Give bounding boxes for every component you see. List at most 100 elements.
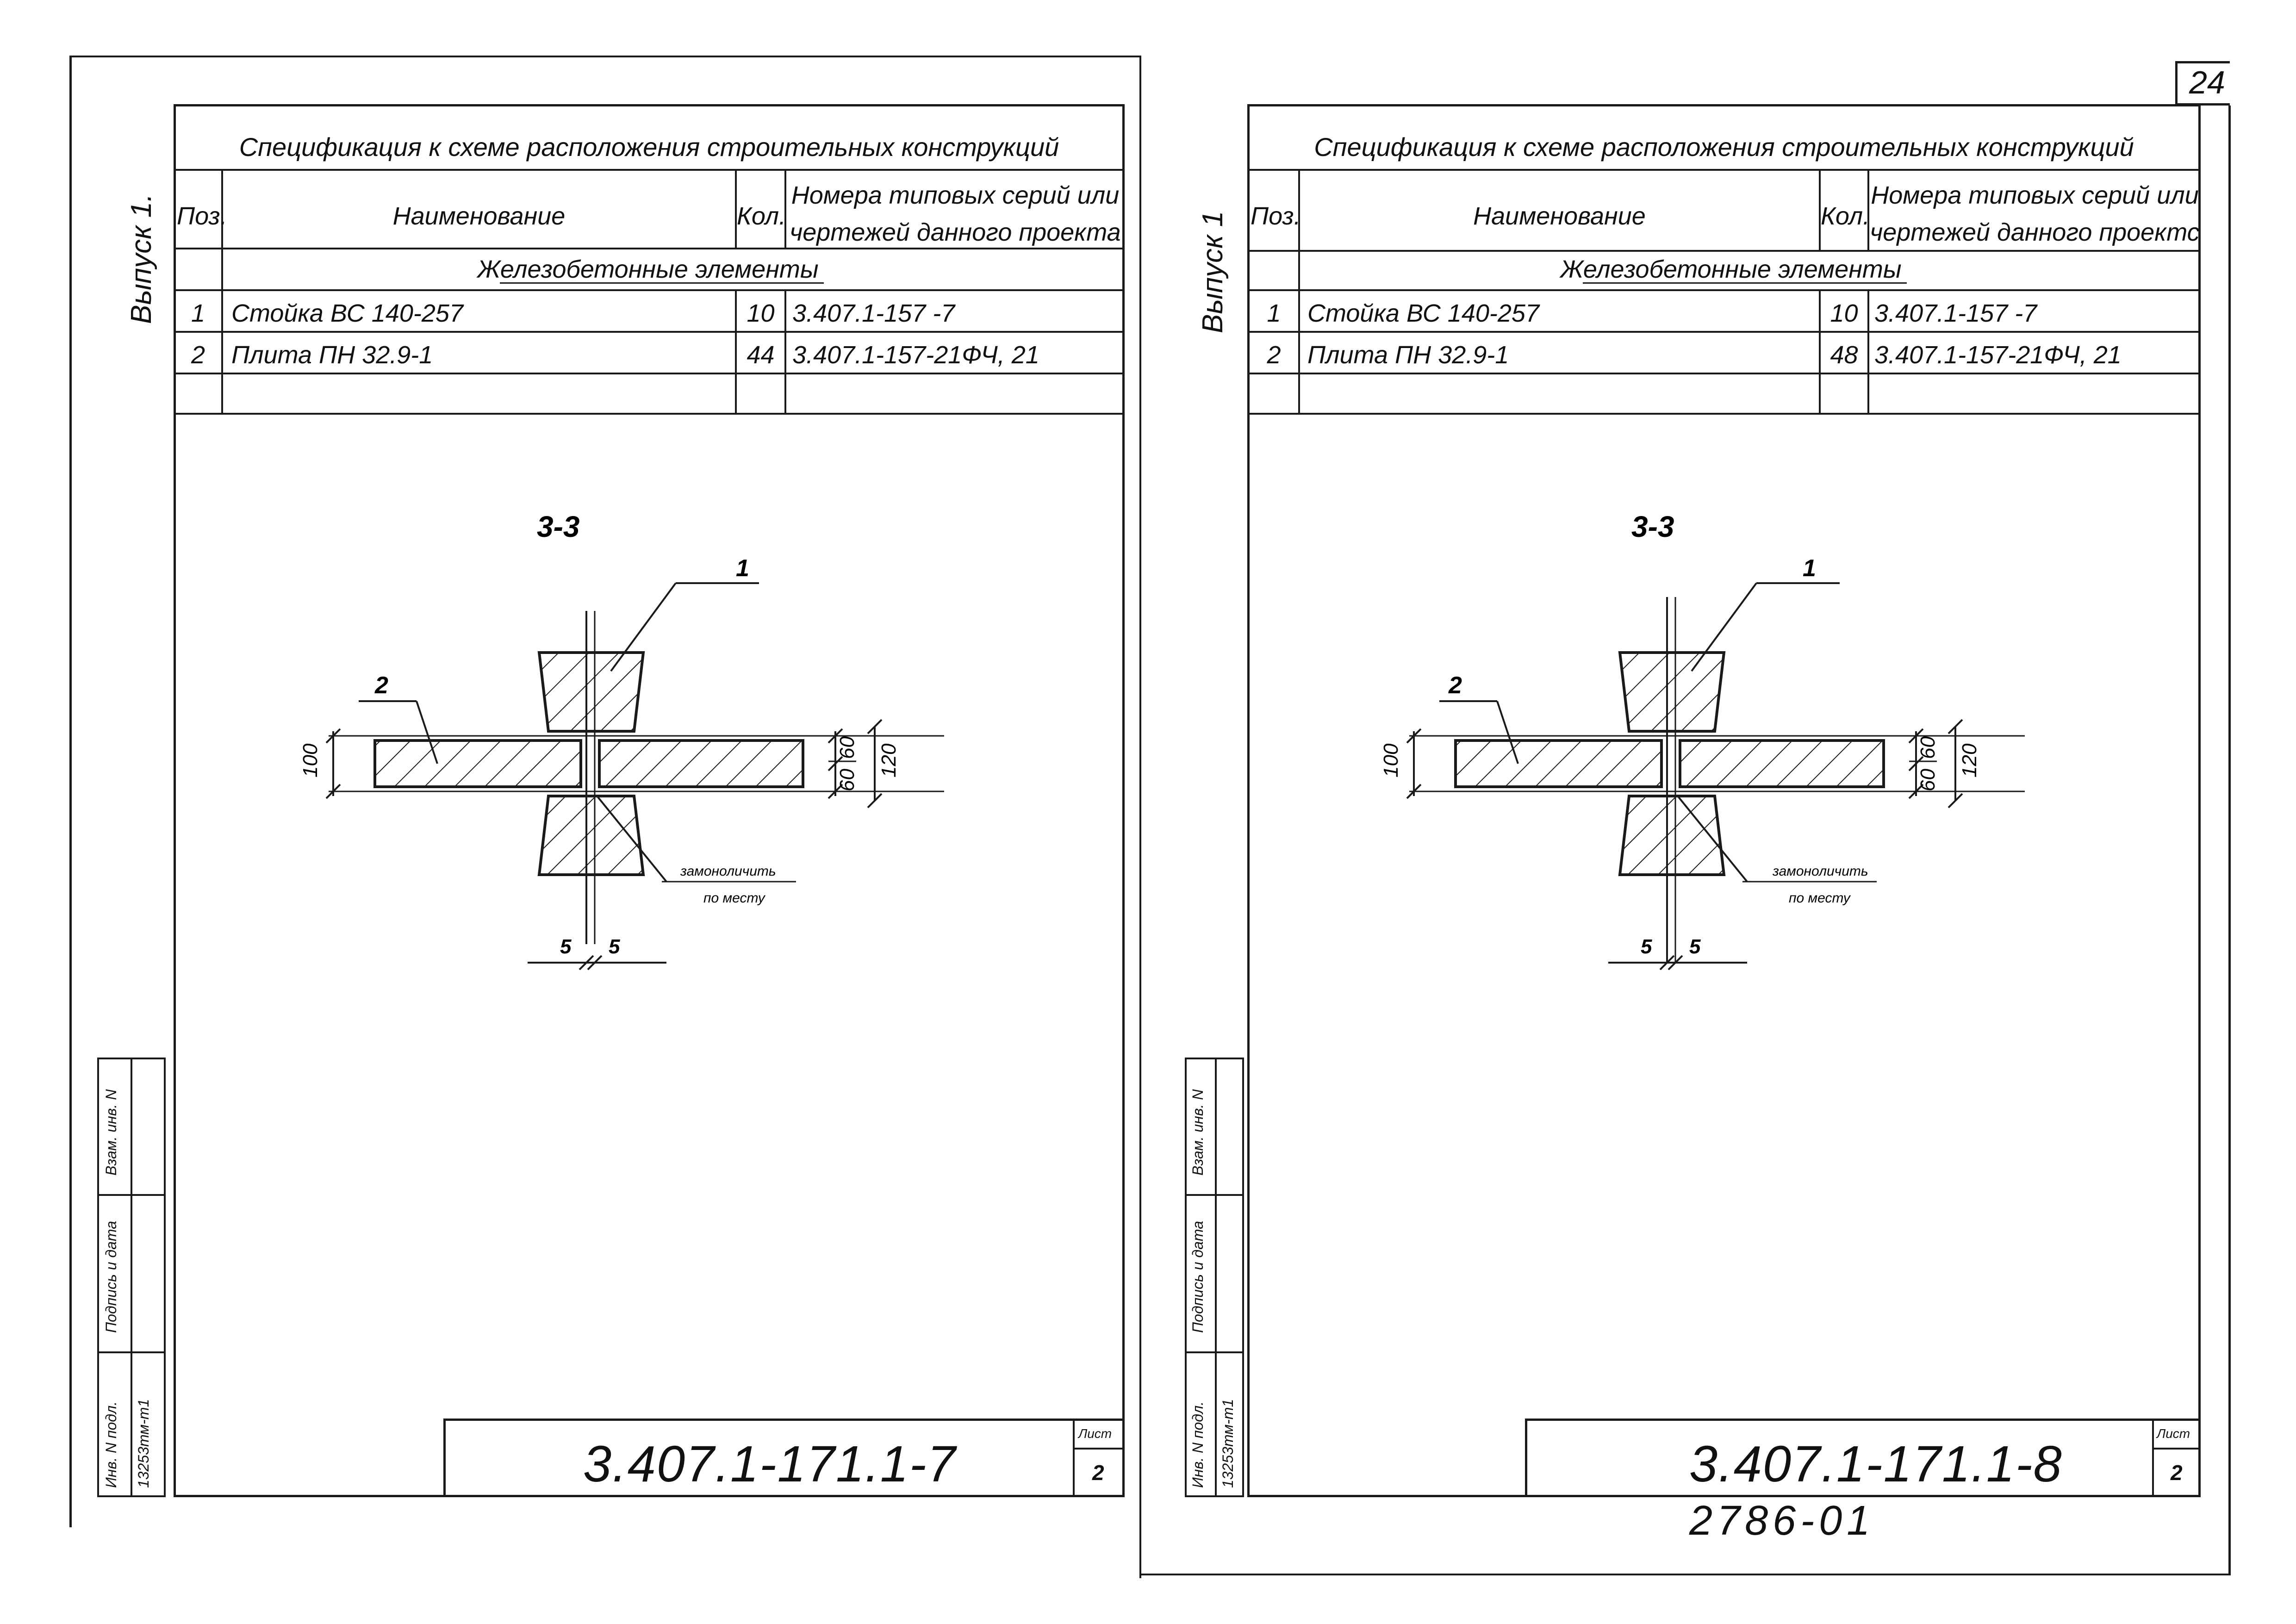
row-qty: 10 (747, 299, 775, 327)
bottom-border-line (1141, 1574, 2231, 1575)
dim-5-right: 5 (609, 935, 620, 958)
table-line (735, 289, 737, 414)
row-pos: 2 (191, 341, 205, 369)
dim-5-left: 5 (1641, 935, 1652, 958)
handwritten-stamp: 2786-01 (1689, 1498, 1875, 1544)
dim-60-bottom: 60 (836, 769, 859, 791)
list-value: 2 (1092, 1461, 1104, 1485)
table-line (174, 413, 1125, 415)
table-line (735, 169, 737, 248)
title-block (443, 1419, 1125, 1497)
column-top (537, 651, 645, 733)
section-drawing: 3-3 1 2 100 60 60 120 (299, 510, 944, 971)
row-pos: 1 (1267, 299, 1281, 327)
note-line-1: замоноличить (680, 864, 776, 879)
page-number: 24 (2189, 64, 2225, 100)
list-label: Лист (2157, 1426, 2190, 1441)
row-pos: 1 (191, 299, 205, 327)
group-label: Железобетонные элементы (477, 255, 819, 283)
dim-100: 100 (1380, 743, 1402, 778)
title-block-divider (2152, 1448, 2201, 1450)
header-qty: Кол. (1821, 202, 1870, 230)
header-pos: Поз. (1251, 202, 1301, 230)
dim-60-top: 60 (1916, 736, 1939, 759)
top-border-line (69, 56, 1141, 57)
dim-5-right: 5 (1689, 935, 1701, 958)
callout-1: 1 (736, 555, 749, 582)
row-qty: 44 (747, 341, 775, 369)
dim-5-left: 5 (560, 935, 572, 958)
header-series-1: Номера типовых серий или (1871, 181, 2199, 209)
table-line (221, 169, 223, 414)
table-title: Спецификация к схеме расположения строит… (1314, 132, 2134, 162)
row-name: Плита ПН 32.9-1 (231, 341, 433, 369)
table-line (784, 289, 786, 414)
title-block-divider (1073, 1448, 1125, 1450)
title-block (1525, 1419, 2201, 1497)
note-line-2: по месту (1789, 890, 1851, 906)
header-qty: Кол. (737, 202, 786, 230)
slab-left (1454, 739, 1663, 788)
page-number-box (2175, 61, 2230, 106)
column-top (1618, 651, 1726, 733)
section-drawing: 3-3 1 2 100 60 60 120 замоноличить по ме… (1380, 510, 2025, 971)
left-binding-line (69, 56, 72, 1527)
dim-100: 100 (299, 743, 322, 778)
header-name: Наименование (1473, 202, 1646, 230)
dim-60-bottom: 60 (1916, 769, 1939, 791)
table-line (174, 373, 1125, 374)
header-name: Наименование (392, 202, 566, 230)
section-label: 3-3 (537, 510, 580, 543)
row-series: 3.407.1-157 -7 (1874, 299, 2037, 327)
header-pos: Поз. (177, 202, 227, 230)
list-label: Лист (1078, 1426, 1112, 1441)
table-line (1247, 169, 2201, 171)
stamp-inv-value: 13253тм-т1 (135, 1399, 152, 1488)
title-block-divider (2152, 1419, 2154, 1497)
stamp-inv: Инв. N подл. (103, 1401, 119, 1488)
table-line (1247, 413, 2201, 415)
dim-120: 120 (1958, 743, 1981, 778)
table-line (1819, 289, 1821, 414)
header-series-1: Номера типовых серий или (791, 181, 1120, 209)
stamp-divider (1185, 1351, 1244, 1353)
slab-right (1679, 739, 1885, 788)
section-label: 3-3 (1631, 510, 1674, 543)
table-line (784, 169, 786, 248)
callout-1: 1 (1803, 555, 1816, 582)
row-series: 3.407.1-157 -7 (792, 299, 955, 327)
table-line (1247, 331, 2201, 333)
slab-right (598, 739, 804, 788)
stamp-divider (131, 1058, 132, 1497)
side-stamp (1185, 1058, 1244, 1497)
note-line-2: по месту (703, 890, 766, 906)
stamp-inv-value: 13253тм-т1 (1220, 1399, 1236, 1488)
table-line (1247, 289, 2201, 291)
callout-2: 2 (1448, 672, 1462, 699)
stamp-divider (1215, 1058, 1217, 1497)
table-line (1867, 169, 1869, 250)
table-line (1867, 289, 1869, 414)
header-series-2: чертежей данного проекта (790, 218, 1121, 246)
callout-2: 2 (374, 672, 388, 699)
stamp-inv: Инв. N подл. (1189, 1401, 1206, 1488)
column-bottom (1618, 795, 1726, 876)
table-line (1298, 169, 1300, 414)
right-border-line (2228, 106, 2231, 1575)
table-line (174, 289, 1125, 291)
stamp-divider (97, 1351, 166, 1353)
dim-120: 120 (877, 743, 900, 778)
stamp-sign: Подпись и дата (1189, 1220, 1206, 1333)
row-name: Стойка ВС 140-257 (231, 299, 463, 327)
row-name: Стойка ВС 140-257 (1307, 299, 1539, 327)
title-block-divider (1073, 1419, 1075, 1497)
group-underline (1583, 282, 1907, 284)
slab-left (373, 739, 582, 788)
table-line (1247, 373, 2201, 374)
stamp-vzam: Взам. инв. N (1189, 1089, 1206, 1176)
stamp-vzam: Взам. инв. N (103, 1089, 119, 1176)
table-line (174, 331, 1125, 333)
row-name: Плита ПН 32.9-1 (1307, 341, 1509, 369)
center-fold-line (1139, 56, 1141, 1578)
stamp-sign: Подпись и дата (103, 1220, 119, 1333)
